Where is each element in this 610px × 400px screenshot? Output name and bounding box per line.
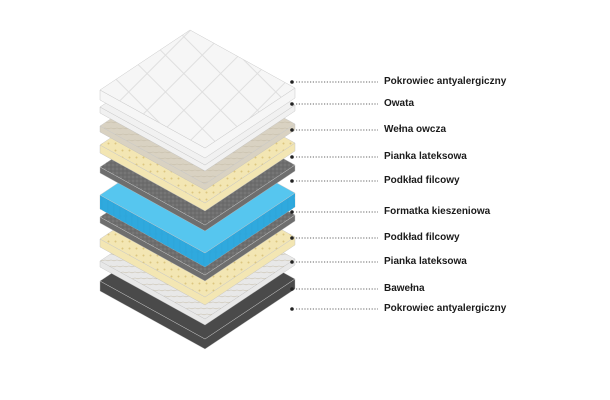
layer-label: Podkład filcowy	[384, 232, 460, 243]
layer-label: Pianka lateksowa	[384, 151, 467, 162]
leader-dot	[290, 236, 294, 240]
leader-dot	[290, 307, 294, 311]
layer-label: Owata	[384, 98, 415, 109]
layer-label: Pokrowiec antyalergiczny	[384, 76, 507, 87]
leader-dot	[290, 80, 294, 84]
leader-dot	[290, 210, 294, 214]
layer-label: Formatka kieszeniowa	[384, 206, 491, 217]
layer-label: Pokrowiec antyalergiczny	[384, 303, 507, 314]
layer-label: Pianka lateksowa	[384, 256, 467, 267]
layer-label: Bawełna	[384, 283, 425, 294]
leader-dot	[290, 287, 294, 291]
leader-dot	[290, 102, 294, 106]
spring-pockets	[100, 193, 295, 267]
leader-dot	[290, 260, 294, 264]
leader-dot	[290, 179, 294, 183]
layer-1	[99, 29, 296, 159]
leader-dot	[290, 155, 294, 159]
layer-label: Wełna owcza	[384, 124, 447, 135]
layer-label: Podkład filcowy	[384, 175, 460, 186]
leader-dot	[290, 128, 294, 132]
layer-texture	[100, 30, 295, 148]
